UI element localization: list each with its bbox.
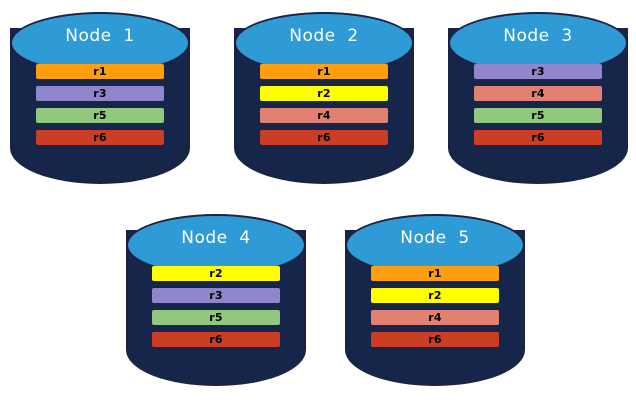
replica-bar[interactable]: r2	[152, 266, 280, 281]
replica-bar[interactable]: r1	[36, 64, 164, 79]
node-cylinder-4[interactable]: Node 4 r2 r3 r5 r6	[124, 212, 308, 394]
replica-bar[interactable]: r4	[474, 86, 602, 101]
replica-list: r2 r3 r5 r6	[152, 266, 280, 347]
node-title: Node 4	[181, 228, 251, 248]
cylinder-shape	[232, 10, 416, 192]
node-title: Node 2	[289, 26, 359, 46]
replica-bar[interactable]: r1	[371, 266, 499, 281]
replica-bar[interactable]: r1	[260, 64, 388, 79]
cylinder-shape	[343, 212, 527, 394]
replica-bar[interactable]: r2	[371, 288, 499, 303]
replica-list: r1 r2 r4 r6	[371, 266, 499, 347]
cylinder-shape	[124, 212, 308, 394]
replica-bar[interactable]: r5	[474, 108, 602, 123]
replica-bar[interactable]: r6	[474, 130, 602, 145]
replica-list: r1 r3 r5 r6	[36, 64, 164, 145]
replica-list: r3 r4 r5 r6	[474, 64, 602, 145]
node-cylinder-3[interactable]: Node 3 r3 r4 r5 r6	[446, 10, 630, 192]
replica-bar[interactable]: r3	[474, 64, 602, 79]
cylinder-top-ellipse	[126, 214, 306, 276]
cylinder-top-ellipse	[234, 12, 414, 74]
node-title: Node 3	[503, 26, 573, 46]
replica-list: r1 r2 r4 r6	[260, 64, 388, 145]
replica-bar[interactable]: r4	[260, 108, 388, 123]
node-cylinder-2[interactable]: Node 2 r1 r2 r4 r6	[232, 10, 416, 192]
replica-bar[interactable]: r4	[371, 310, 499, 325]
node-cylinder-1[interactable]: Node 1 r1 r3 r5 r6	[8, 10, 192, 192]
node-title: Node 1	[65, 26, 135, 46]
replica-bar[interactable]: r6	[36, 130, 164, 145]
replica-bar[interactable]: r3	[36, 86, 164, 101]
replica-bar[interactable]: r5	[152, 310, 280, 325]
replica-bar[interactable]: r3	[152, 288, 280, 303]
node-title: Node 5	[400, 228, 470, 248]
node-cylinder-5[interactable]: Node 5 r1 r2 r4 r6	[343, 212, 527, 394]
replica-bar[interactable]: r6	[371, 332, 499, 347]
replica-bar[interactable]: r6	[152, 332, 280, 347]
replica-bar[interactable]: r5	[36, 108, 164, 123]
replica-bar[interactable]: r2	[260, 86, 388, 101]
cylinder-top-ellipse	[10, 12, 190, 74]
replica-bar[interactable]: r6	[260, 130, 388, 145]
cylinder-shape	[446, 10, 630, 192]
cylinder-shape	[8, 10, 192, 192]
